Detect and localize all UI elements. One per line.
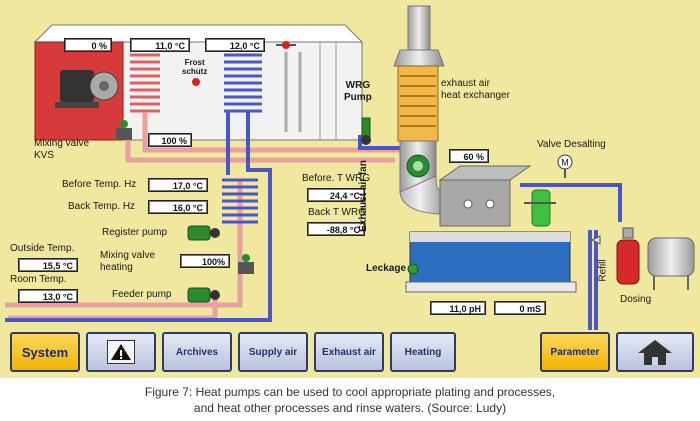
- back-t-wrg-label: Back T WRG: [308, 207, 366, 218]
- frost-sensor: [192, 78, 200, 86]
- mixing-valve-heating: [238, 254, 254, 274]
- kvs-valve-readout: 100 %: [148, 133, 192, 147]
- exhaust-stack: [393, 5, 445, 215]
- conductivity-readout: 0 mS: [494, 301, 546, 315]
- alarm-button[interactable]: [86, 332, 156, 372]
- wrg-pump: [361, 117, 371, 145]
- mixing-heating-readout: 100%: [180, 254, 230, 268]
- process-tank: [405, 165, 577, 293]
- exhaust-air-button[interactable]: Exhaust air: [314, 332, 384, 372]
- motor-valve: M: [557, 154, 573, 178]
- refill-valve: [590, 235, 601, 245]
- mixing-valve-heating-label: Mixing valve heating: [100, 250, 156, 273]
- frost-temp-right-readout: 12,0 °C: [205, 38, 265, 52]
- parameter-button[interactable]: Parameter: [540, 332, 610, 372]
- hz-exchanger: [222, 178, 258, 224]
- refill-label: Refill: [597, 259, 609, 282]
- supply-fan-motor: [55, 70, 119, 108]
- leckage-sensor: [407, 263, 419, 275]
- archives-button[interactable]: Archives: [162, 332, 232, 372]
- back-temp-hz-label: Back Temp. Hz: [68, 201, 136, 212]
- exchanger-label: exhaust air heat exchanger: [441, 78, 510, 101]
- mixing-valve-kvs-label: Mixing valve KVS: [34, 138, 90, 161]
- heater-coil: [130, 53, 160, 113]
- mixing-valve-kvs: [116, 120, 132, 140]
- room-temp-label: Room Temp.: [10, 274, 67, 285]
- dosing-label: Dosing: [620, 294, 652, 305]
- supply-air-button[interactable]: Supply air: [238, 332, 308, 372]
- back-t-wrg-readout: -88,8 °C: [307, 222, 365, 236]
- storage-tank: [647, 237, 695, 290]
- room-temp-readout: 13,0 °C: [18, 289, 78, 303]
- svg-text:M: M: [561, 158, 569, 168]
- before-temp-hz-label: Before Temp. Hz: [62, 179, 137, 190]
- feeder-pump-label: Feeder pump: [112, 289, 172, 300]
- hmi-panel: M 0 % 11,0 °C 12,0 °C 100 % 17,0 °C 16,0…: [0, 0, 700, 378]
- damper-actuator: [276, 41, 296, 49]
- warning-icon: [107, 340, 135, 364]
- before-t-wrg-readout: 24,4 °C: [307, 188, 365, 202]
- process-diagram: M: [5, 5, 695, 330]
- exhaust-fan-label: Exhaust air fan: [357, 160, 369, 232]
- outside-temp-readout: 15,5 °C: [18, 258, 78, 272]
- register-pump: [187, 225, 220, 241]
- ph-readout: 11,0 pH: [430, 301, 486, 315]
- exhaust-fan: [406, 154, 430, 178]
- desalting-unit: [524, 189, 556, 227]
- leckage-label: Leckage: [366, 263, 407, 274]
- home-button[interactable]: [616, 332, 694, 372]
- valve-desalting-label: Valve Desalting: [537, 139, 606, 150]
- damper-readout: 0 %: [64, 38, 112, 52]
- back-temp-hz-readout: 16,0 °C: [148, 200, 208, 214]
- frost-temp-left-readout: 11,0 °C: [130, 38, 190, 52]
- frost-label: Frost schutz: [182, 58, 208, 76]
- dosing-tank: [616, 227, 640, 285]
- before-t-wrg-label: Before. T WRG: [302, 173, 370, 184]
- figure-caption: Figure 7: Heat pumps can be used to cool…: [144, 385, 556, 415]
- fan-speed-readout: 60 %: [449, 149, 489, 163]
- register-pump-label: Register pump: [102, 227, 168, 238]
- feeder-pump: [187, 287, 220, 303]
- system-button[interactable]: System: [10, 332, 80, 372]
- recovery-coil: [224, 53, 262, 113]
- wrg-pump-label: WRG Pump: [344, 80, 372, 103]
- home-icon: [638, 340, 672, 365]
- heating-button[interactable]: Heating: [390, 332, 456, 372]
- outside-temp-label: Outside Temp.: [10, 243, 75, 254]
- before-temp-hz-readout: 17,0 °C: [148, 178, 208, 192]
- return-pipes: [5, 112, 622, 330]
